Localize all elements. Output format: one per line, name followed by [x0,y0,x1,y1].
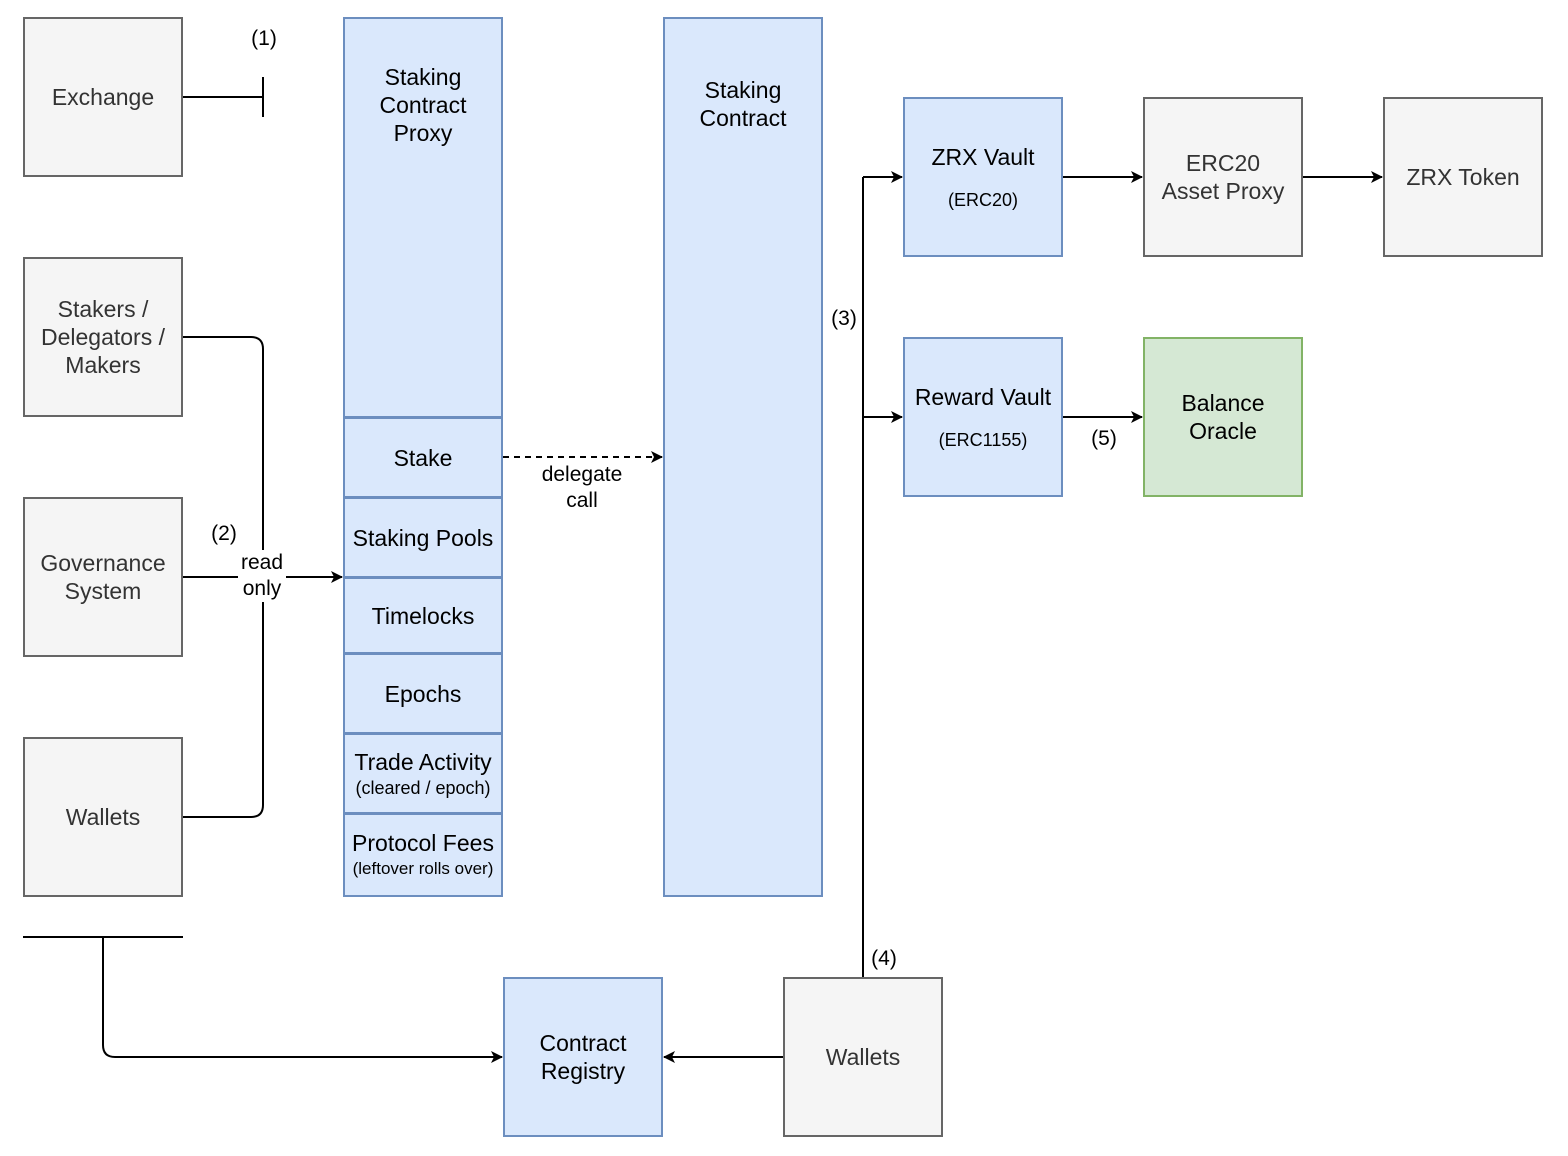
epochs-box[interactable]: Epochs [343,653,503,734]
protocol-fees-title: Protocol Fees [352,830,494,856]
bottom-bar-to-registry [102,937,503,1063]
proxy-label-line-2: Contract [379,92,467,118]
staking-contract-label-line-1: Staking [704,77,782,103]
protocol-fees-box[interactable]: Protocol Fees (leftover rolls over) [343,813,503,897]
wallets-bottom-label: Wallets [825,1044,901,1070]
delegate-call-line-2: call [566,489,598,512]
trade-activity-note: (cleared / epoch) [355,777,491,798]
label-3: (3) [831,307,857,330]
governance-label-line-2: System [64,578,142,604]
stake-label: Stake [393,444,453,471]
governance-box[interactable]: Governance System [23,497,183,657]
erc20-proxy-label-line-1: ERC20 [1185,150,1261,176]
wallets-bottom-box[interactable]: Wallets [783,977,943,1137]
wallets-left-label: Wallets [65,804,141,830]
label-5: (5) [1091,427,1117,450]
read-only-line-2: only [242,577,282,600]
staking-pools-label: Staking Pools [352,524,494,551]
reward-vault-title: Reward Vault [914,384,1052,410]
zrx-token-box[interactable]: ZRX Token [1383,97,1543,257]
staking-contract-proxy-box[interactable]: Staking Contract Proxy [343,17,503,418]
zrx-vault-box[interactable]: ZRX Vault (ERC20) [903,97,1063,257]
label-4: (4) [871,947,897,970]
read-only-line-1: read [240,551,284,574]
stakers-box[interactable]: Stakers / Delegators / Makers [23,257,183,417]
timelocks-label: Timelocks [371,602,475,629]
reward-vault-note: (ERC1155) [938,430,1028,450]
wallets-left-box[interactable]: Wallets [23,737,183,897]
trade-activity-title: Trade Activity [354,748,492,775]
contract-registry-label-line-2: Registry [540,1058,626,1084]
exchange-label: Exchange [51,84,155,110]
contract-registry-label-line-1: Contract [539,1030,627,1056]
balance-oracle-box[interactable]: Balance Oracle [1143,337,1303,497]
delegate-call-label: delegate call [532,462,632,514]
wallets-connector [183,600,264,818]
proxy-label-line-3: Proxy [393,120,453,146]
zrx-vault-note: (ERC20) [947,190,1018,210]
label-2: (2) [211,522,237,545]
erc20-asset-proxy-box[interactable]: ERC20 Asset Proxy [1143,97,1303,257]
stake-box[interactable]: Stake [343,417,503,498]
staking-contract-label-line-2: Contract [699,105,787,131]
stakers-label-line-3: Makers [65,352,141,378]
governance-label-line-1: Governance [40,550,166,576]
stakers-label-line-2: Delegators / [40,324,165,350]
trade-activity-box[interactable]: Trade Activity (cleared / epoch) [343,733,503,814]
erc20-proxy-label-line-2: Asset Proxy [1161,178,1285,204]
stakers-label-line-1: Stakers / [57,296,149,322]
zrx-token-label: ZRX Token [1406,164,1520,190]
reward-vault-box[interactable]: Reward Vault (ERC1155) [903,337,1063,497]
protocol-fees-note: (leftover rolls over) [352,859,494,878]
delegate-call-line-1: delegate [541,463,623,486]
zrx-vault-title: ZRX Vault [931,144,1035,170]
proxy-label-line-1: Staking [384,64,462,90]
staking-contract-box[interactable]: Staking Contract [663,17,823,897]
timelocks-box[interactable]: Timelocks [343,577,503,654]
balance-oracle-label-line-2: Oracle [1189,418,1257,444]
contract-registry-box[interactable]: Contract Registry [503,977,663,1137]
stakers-connector [183,336,264,555]
exchange-box[interactable]: Exchange [23,17,183,177]
read-only-label: read only [238,550,286,602]
epochs-label: Epochs [384,680,462,707]
staking-pools-box[interactable]: Staking Pools [343,497,503,578]
label-1: (1) [251,27,277,50]
balance-oracle-label-line-1: Balance [1181,390,1265,416]
